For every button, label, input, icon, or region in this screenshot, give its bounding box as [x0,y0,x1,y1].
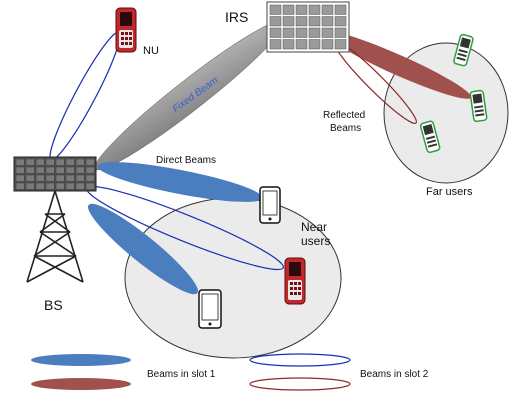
irs-cell [282,4,295,15]
far-user-phone-icon-1 [453,33,474,67]
irs-cell [269,39,282,50]
bs-cell [45,182,55,190]
nu-feature-phone-icon [115,7,137,53]
irs-cell [269,4,282,15]
reflected-beam-slot1 [324,31,472,99]
bs-cell [25,166,35,174]
far-user-phone-icon-3 [419,120,441,154]
far-user-phone-icon-2 [469,89,488,123]
irs-cell [282,27,295,38]
bs-cell [15,166,25,174]
bs-cell [45,166,55,174]
irs-cell [321,39,334,50]
bs-cell [15,182,25,190]
bs-cell [65,158,75,166]
irs-cell [295,39,308,50]
legend-slot1-red-swatch [31,378,131,390]
bs-cell [85,158,95,166]
bs-cell [45,158,55,166]
legend-slot2-label: Beams in slot 2 [360,369,429,380]
irs-cell [321,27,334,38]
irs-cell [282,16,295,27]
reflected-beams-label-line1: Reflected [323,110,365,121]
irs-cell [269,27,282,38]
bs-cell [75,158,85,166]
irs-cell [308,39,321,50]
bs-cell [85,182,95,190]
bs-cell [55,166,65,174]
base-station-icon [13,156,97,283]
bs-cell [25,174,35,182]
legend: Beams in slot 1 Beams in slot 2 [31,353,429,391]
bs-cell [65,174,75,182]
bs-cell [55,174,65,182]
irs-cell [308,16,321,27]
bs-cell [25,158,35,166]
direct-beam-slot1-a [97,162,263,202]
bs-cell [85,174,95,182]
irs-cell [308,4,321,15]
direct-beam-slot1-b [87,203,199,295]
near-user-feature-phone-icon [284,257,306,305]
bs-label: BS [44,297,63,313]
nu-label: NU [143,45,159,57]
bs-cell [45,174,55,182]
irs-cell [334,4,347,15]
legend-slot2-blue-swatch [249,353,351,367]
bs-cell [55,158,65,166]
bs-cell [65,182,75,190]
bs-cell [35,174,45,182]
legend-slot2-red-swatch [249,377,351,391]
irs-cell [308,27,321,38]
direct-beams-label: Direct Beams [156,155,216,166]
bs-cell [35,166,45,174]
legend-slot1-label: Beams in slot 1 [147,369,216,380]
irs-cell [295,4,308,15]
bs-cell [85,166,95,174]
bs-cell [35,158,45,166]
irs-cell [334,16,347,27]
bs-cell [25,182,35,190]
irs-cell [334,39,347,50]
irs-cell [295,27,308,38]
near-users-label-line1: Near [301,220,327,234]
bs-cell [75,174,85,182]
irs-cell [282,39,295,50]
bs-cell [55,182,65,190]
bs-cell [35,182,45,190]
irs-cell [334,27,347,38]
bs-cell [15,158,25,166]
irs-panel-icon [266,1,350,53]
irs-cell [321,16,334,27]
near-user-smartphone-icon-1 [259,186,281,224]
bs-cell [75,182,85,190]
irs-cell [295,16,308,27]
legend-slot1-blue-swatch [31,354,131,366]
near-users-label-line2: users [301,234,330,248]
bs-cell [15,174,25,182]
bs-cell [75,166,85,174]
irs-cell [321,4,334,15]
reflected-beams-label-line2: Beams [330,123,361,134]
bs-cell [65,166,75,174]
near-user-smartphone-icon-2 [198,289,222,329]
far-users-label: Far users [426,186,473,198]
irs-cell [269,16,282,27]
irs-label: IRS [225,9,248,25]
